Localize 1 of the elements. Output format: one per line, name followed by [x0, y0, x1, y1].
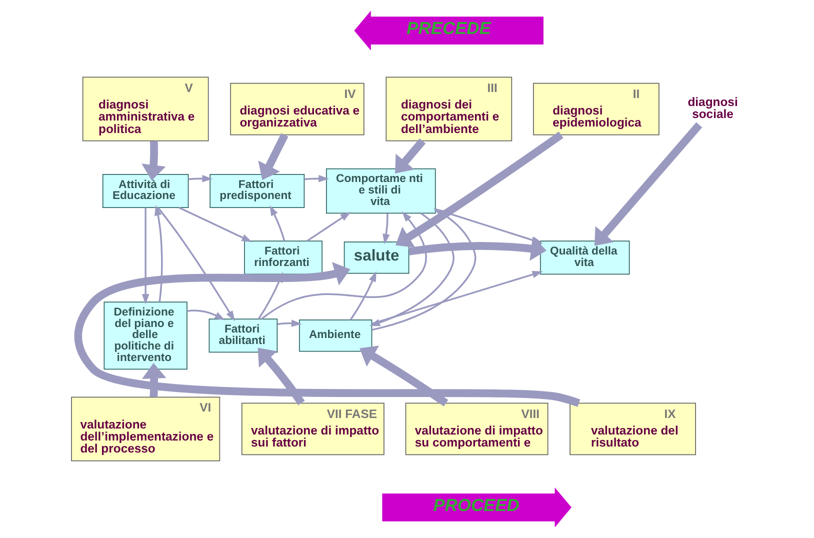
node-text: diagnosi sociale [687, 94, 738, 121]
